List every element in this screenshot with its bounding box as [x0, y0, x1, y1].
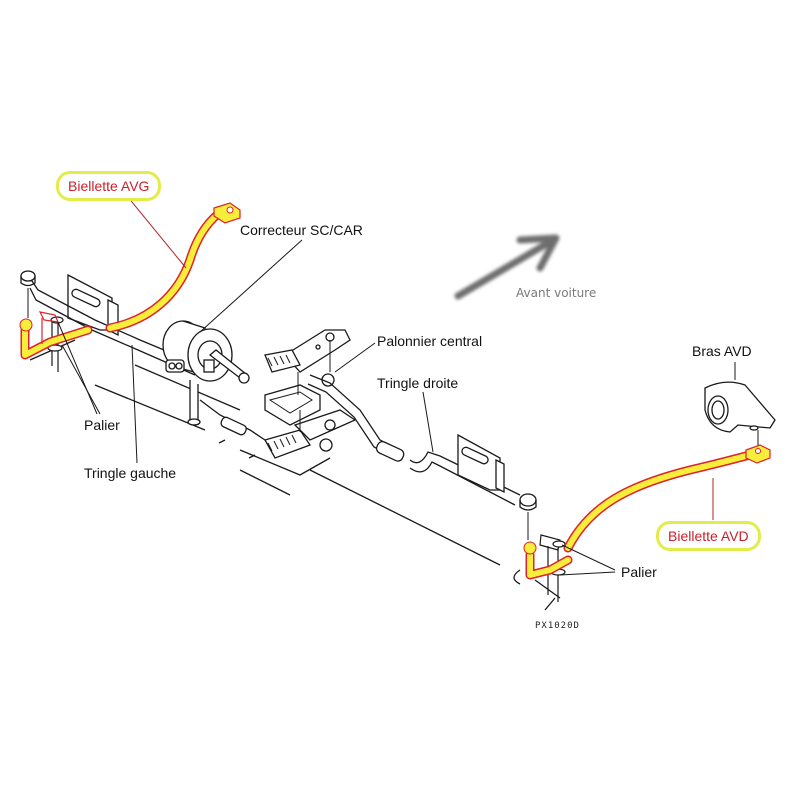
label-biellette-avd: Biellette AVD	[656, 521, 761, 551]
bras-avd-part	[704, 362, 776, 446]
leader-tringle-droite	[422, 391, 434, 453]
label-avant-voiture: Avant voiture	[516, 286, 597, 300]
leader-lines	[57, 239, 616, 576]
leader-tringle-gauche	[131, 344, 138, 464]
biellette-avd-part	[523, 444, 771, 580]
chassis-outline	[29, 339, 561, 611]
label-palier-right: Palier	[621, 564, 657, 580]
leader-palier-right-b	[559, 571, 616, 576]
label-tringle-gauche: Tringle gauche	[84, 465, 177, 481]
red-leader-lines	[126, 195, 714, 520]
label-palonnier-central: Palonnier central	[377, 333, 483, 349]
right-mounting-bracket	[457, 433, 505, 494]
left-mounting-bracket	[67, 273, 119, 337]
leader-palier-left-a	[57, 321, 98, 415]
label-bras-avd: Bras AVD	[692, 343, 752, 359]
palonnier-central-assembly	[264, 329, 357, 459]
leader-palier-right-a	[561, 544, 616, 571]
biellette-avg-part	[19, 202, 241, 360]
leader-correcteur	[199, 239, 303, 333]
arrow-up-right-icon	[454, 234, 560, 300]
label-tringle-droite: Tringle droite	[377, 375, 459, 391]
tringle-droite-rod	[307, 374, 537, 540]
diagram-reference-code: PX1020D	[535, 621, 580, 631]
label-palier-left: Palier	[84, 417, 120, 433]
leader-biellette-avg	[126, 195, 187, 269]
leader-palonnier	[334, 342, 376, 373]
label-biellette-avg: Biellette AVG	[56, 171, 162, 201]
leader-palier-left-b	[61, 344, 101, 415]
palier-right	[539, 534, 566, 602]
label-correcteur: Correcteur SC/CAR	[240, 222, 363, 238]
correcteur-device	[162, 320, 266, 441]
